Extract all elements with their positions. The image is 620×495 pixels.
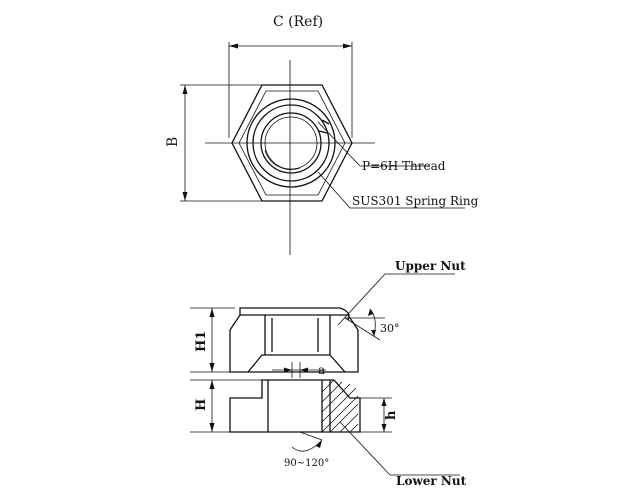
angle30-line1 bbox=[344, 317, 381, 341]
ring-gap-2 bbox=[318, 130, 328, 134]
angle-30-label: 30° bbox=[380, 322, 400, 335]
upper-ring bbox=[239, 307, 350, 321]
side-view: H1 H h a 30° Upper Nut bbox=[190, 259, 467, 488]
angle30-arrow1 bbox=[368, 309, 373, 316]
hex-outline bbox=[231, 84, 353, 202]
a-label: a bbox=[318, 363, 325, 377]
top-view: C (Ref) B P=6H Thread SUS301 Spring Ring bbox=[165, 14, 479, 255]
outer-circle bbox=[246, 98, 336, 188]
angle120-arrow bbox=[316, 440, 322, 448]
upper-leader bbox=[337, 273, 386, 326]
angle120-ref bbox=[299, 431, 323, 441]
c-ref-label: C (Ref) bbox=[273, 14, 323, 30]
thread-callout: P=6H Thread bbox=[362, 159, 446, 173]
a-arrow-left bbox=[284, 367, 292, 373]
b-arrow-top bbox=[182, 85, 188, 94]
ring-leader bbox=[317, 171, 351, 209]
b-label: B bbox=[165, 137, 181, 147]
hex-chamfer bbox=[238, 90, 346, 196]
small-h-label: h bbox=[384, 410, 399, 420]
ring-gap-1 bbox=[321, 119, 330, 125]
lower-hatch bbox=[321, 379, 359, 433]
b-arrow-bottom bbox=[182, 192, 188, 201]
lower-nut-body bbox=[229, 379, 361, 433]
angle120-arc bbox=[291, 439, 323, 452]
angle30-arrow2 bbox=[371, 330, 376, 336]
thread-leader bbox=[317, 121, 361, 167]
upper-cone bbox=[247, 354, 346, 373]
bore-circle bbox=[264, 116, 318, 170]
angle-120-label: 90~120° bbox=[284, 458, 329, 469]
upper-nut-label: Upper Nut bbox=[395, 259, 466, 273]
sh-arrow-bottom bbox=[381, 424, 387, 432]
lower-nut-label: Lower Nut bbox=[396, 474, 467, 488]
ring-inner-arc bbox=[264, 149, 301, 170]
h1-arrow-bottom bbox=[209, 363, 215, 372]
ring-callout: SUS301 Spring Ring bbox=[352, 194, 479, 208]
h-arrow-top bbox=[209, 380, 215, 389]
ring-circle bbox=[252, 104, 330, 182]
h-label: H bbox=[194, 399, 209, 411]
h1-label: H1 bbox=[194, 331, 209, 352]
h1-arrow-top bbox=[209, 308, 215, 317]
sh-arrow-top bbox=[381, 398, 387, 406]
h-arrow-bottom bbox=[209, 423, 215, 432]
c-arrow-right bbox=[343, 43, 352, 49]
c-arrow-left bbox=[229, 43, 238, 49]
lower-leader bbox=[339, 421, 391, 476]
thread-circle bbox=[260, 112, 322, 174]
a-arrow-right bbox=[300, 367, 308, 373]
